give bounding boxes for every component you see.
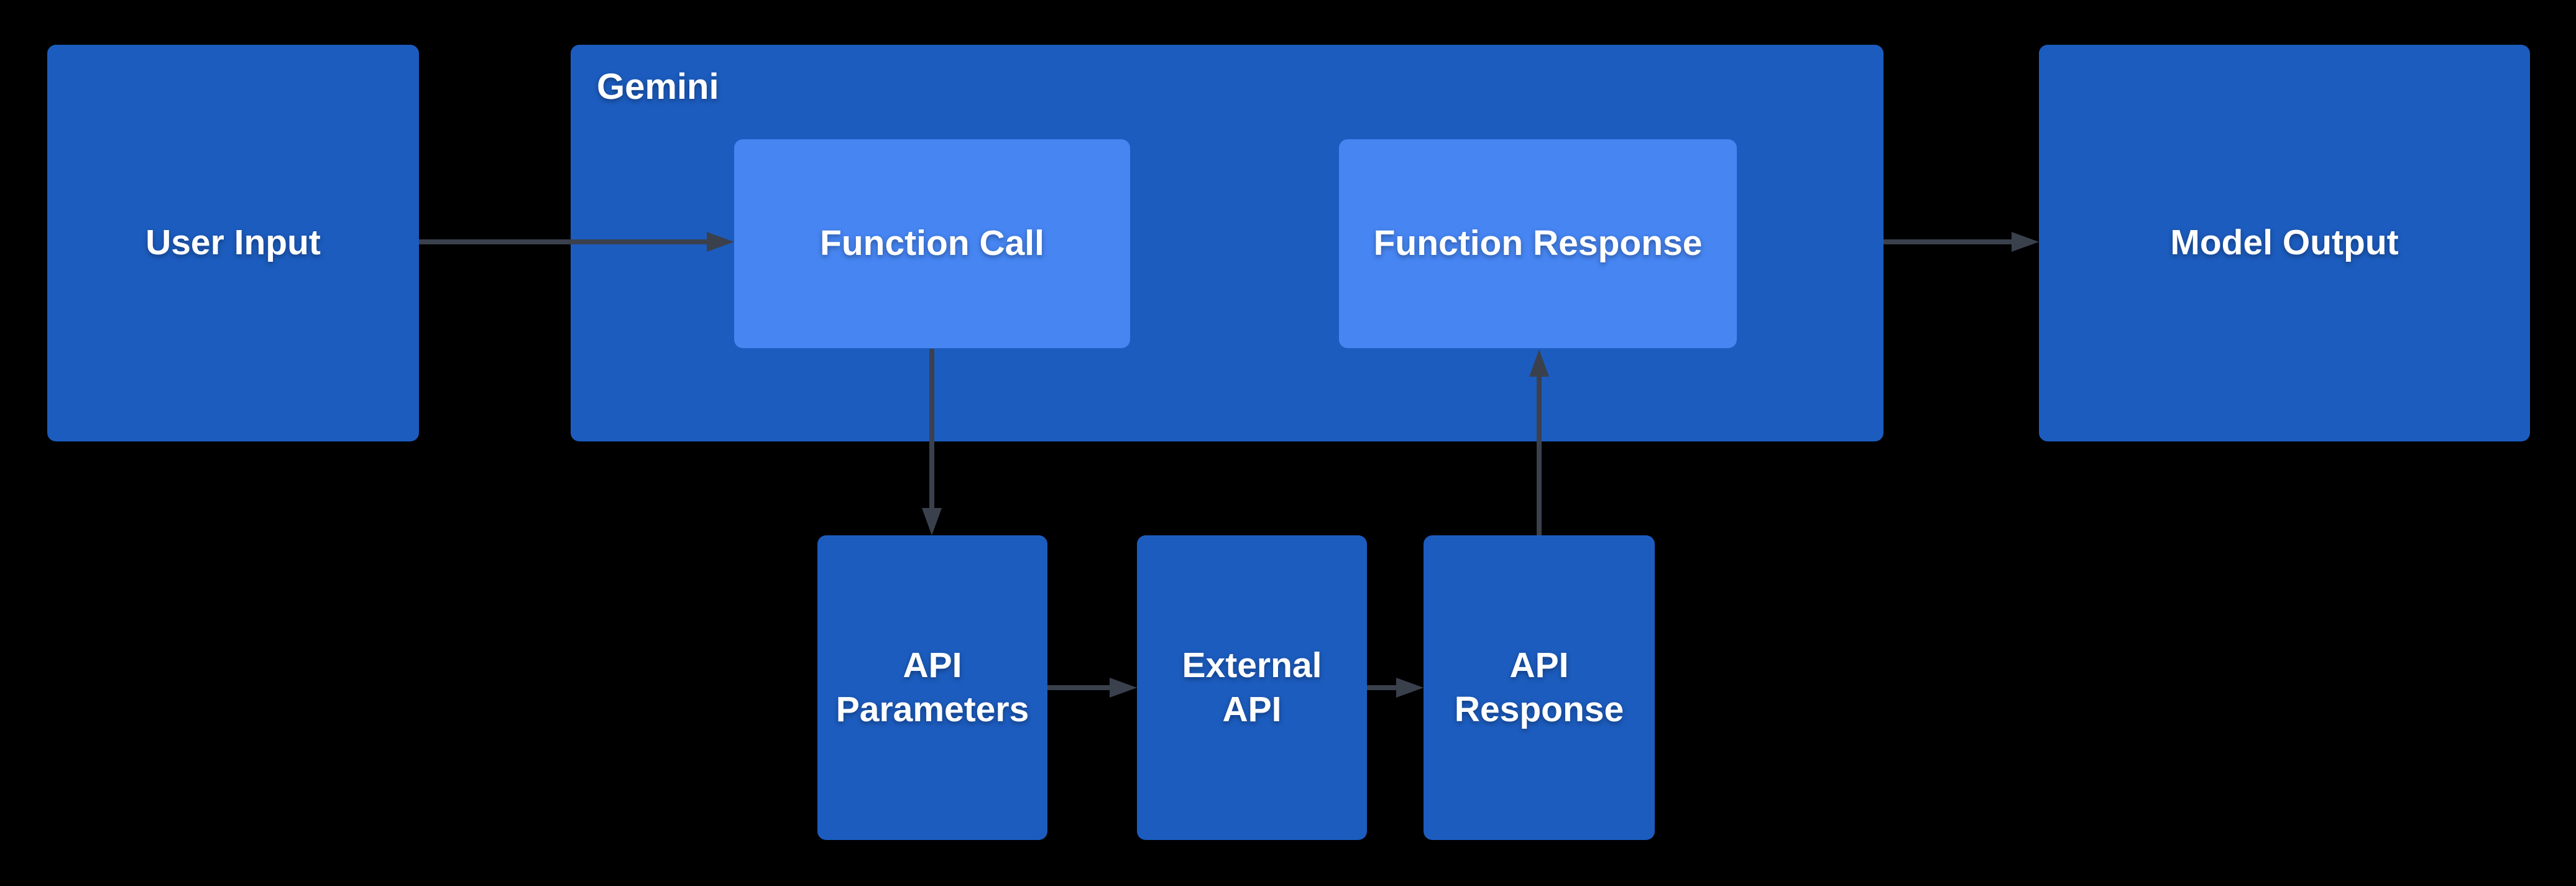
node-api-response: API Response xyxy=(1424,535,1655,840)
node-api-parameters: API Parameters xyxy=(817,535,1047,840)
node-function-response: Function Response xyxy=(1339,139,1737,348)
node-external-api: External API xyxy=(1137,535,1367,840)
node-function-call: Function Call xyxy=(734,139,1130,348)
arrow-api-response-to-function-response-shaft xyxy=(1537,376,1542,535)
node-user-input: User Input xyxy=(47,45,419,441)
node-user-input-label: User Input xyxy=(145,223,321,263)
arrow-gemini-to-model-output-shaft xyxy=(1884,239,2013,244)
arrow-gemini-to-model-output-head xyxy=(2012,232,2039,252)
node-model-output-label: Model Output xyxy=(2170,223,2399,263)
arrow-user-input-to-function-call-shaft xyxy=(419,239,707,244)
arrow-api-response-to-function-response-head xyxy=(1529,349,1549,377)
node-model-output: Model Output xyxy=(2039,45,2530,441)
arrow-external-api-to-api-response-head xyxy=(1396,678,1424,698)
node-gemini-container: Gemini Function Call Function Response xyxy=(571,45,1884,441)
arrow-api-parameters-to-external-api-shaft xyxy=(1047,685,1111,690)
node-gemini-label: Gemini xyxy=(597,67,719,107)
node-function-response-label: Function Response xyxy=(1373,223,1703,264)
node-api-response-label: API Response xyxy=(1454,645,1624,729)
arrow-function-call-to-api-parameters-shaft xyxy=(929,349,934,509)
arrow-function-call-to-api-parameters-head xyxy=(922,508,942,535)
node-external-api-label: External API xyxy=(1182,645,1322,729)
arrow-api-parameters-to-external-api-head xyxy=(1110,678,1137,698)
node-api-parameters-label: API Parameters xyxy=(835,645,1029,729)
node-function-call-label: Function Call xyxy=(820,223,1044,264)
arrow-external-api-to-api-response-shaft xyxy=(1367,685,1397,690)
arrow-user-input-to-function-call-head xyxy=(707,232,734,252)
